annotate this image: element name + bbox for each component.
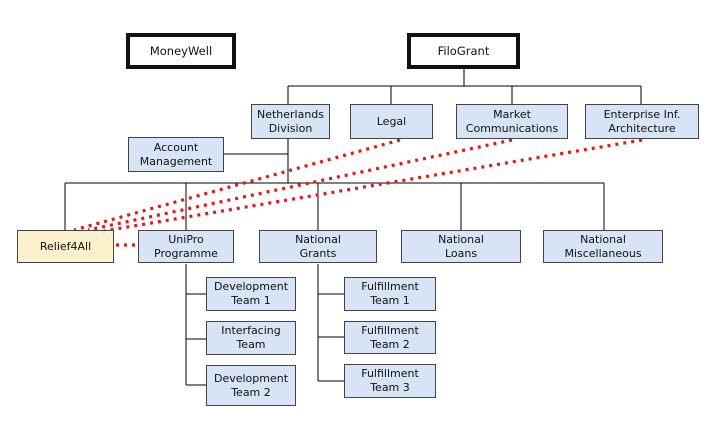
connector-grants-teams [317,264,344,382]
connector-filogrant-bus [287,66,642,104]
dotted-link-legal [73,138,401,232]
node-development-team-2[interactable]: Development Team 2 [206,365,296,406]
node-filogrant[interactable]: FiloGrant [407,33,520,69]
connector-unipro-teams [185,264,206,386]
node-legal[interactable]: Legal [350,104,433,139]
node-national-loans[interactable]: National Loans [401,230,521,263]
node-development-team-1[interactable]: Development Team 1 [206,277,296,311]
node-relief4all[interactable]: Relief4All [17,230,114,263]
dotted-link-enterprise [103,138,643,233]
node-account-management[interactable]: Account Management [128,137,224,172]
node-enterprise-architecture[interactable]: Enterprise Inf. Architecture [585,104,699,139]
node-national-grants[interactable]: National Grants [259,230,377,263]
connector-netherlands-bus [64,138,605,230]
node-national-miscellaneous[interactable]: National Miscellaneous [543,230,663,263]
node-netherlands-division[interactable]: Netherlands Division [251,104,330,139]
node-fulfillment-team-2[interactable]: Fulfillment Team 2 [344,321,436,354]
node-unipro-programme[interactable]: UniPro Programme [138,230,234,263]
node-market-communications[interactable]: Market Communications [456,104,568,139]
node-fulfillment-team-1[interactable]: Fulfillment Team 1 [344,277,436,311]
dotted-link-market [87,138,513,232]
node-moneywell[interactable]: MoneyWell [126,33,236,69]
node-fulfillment-team-3[interactable]: Fulfillment Team 3 [344,364,436,398]
node-interfacing-team[interactable]: Interfacing Team [206,321,296,355]
